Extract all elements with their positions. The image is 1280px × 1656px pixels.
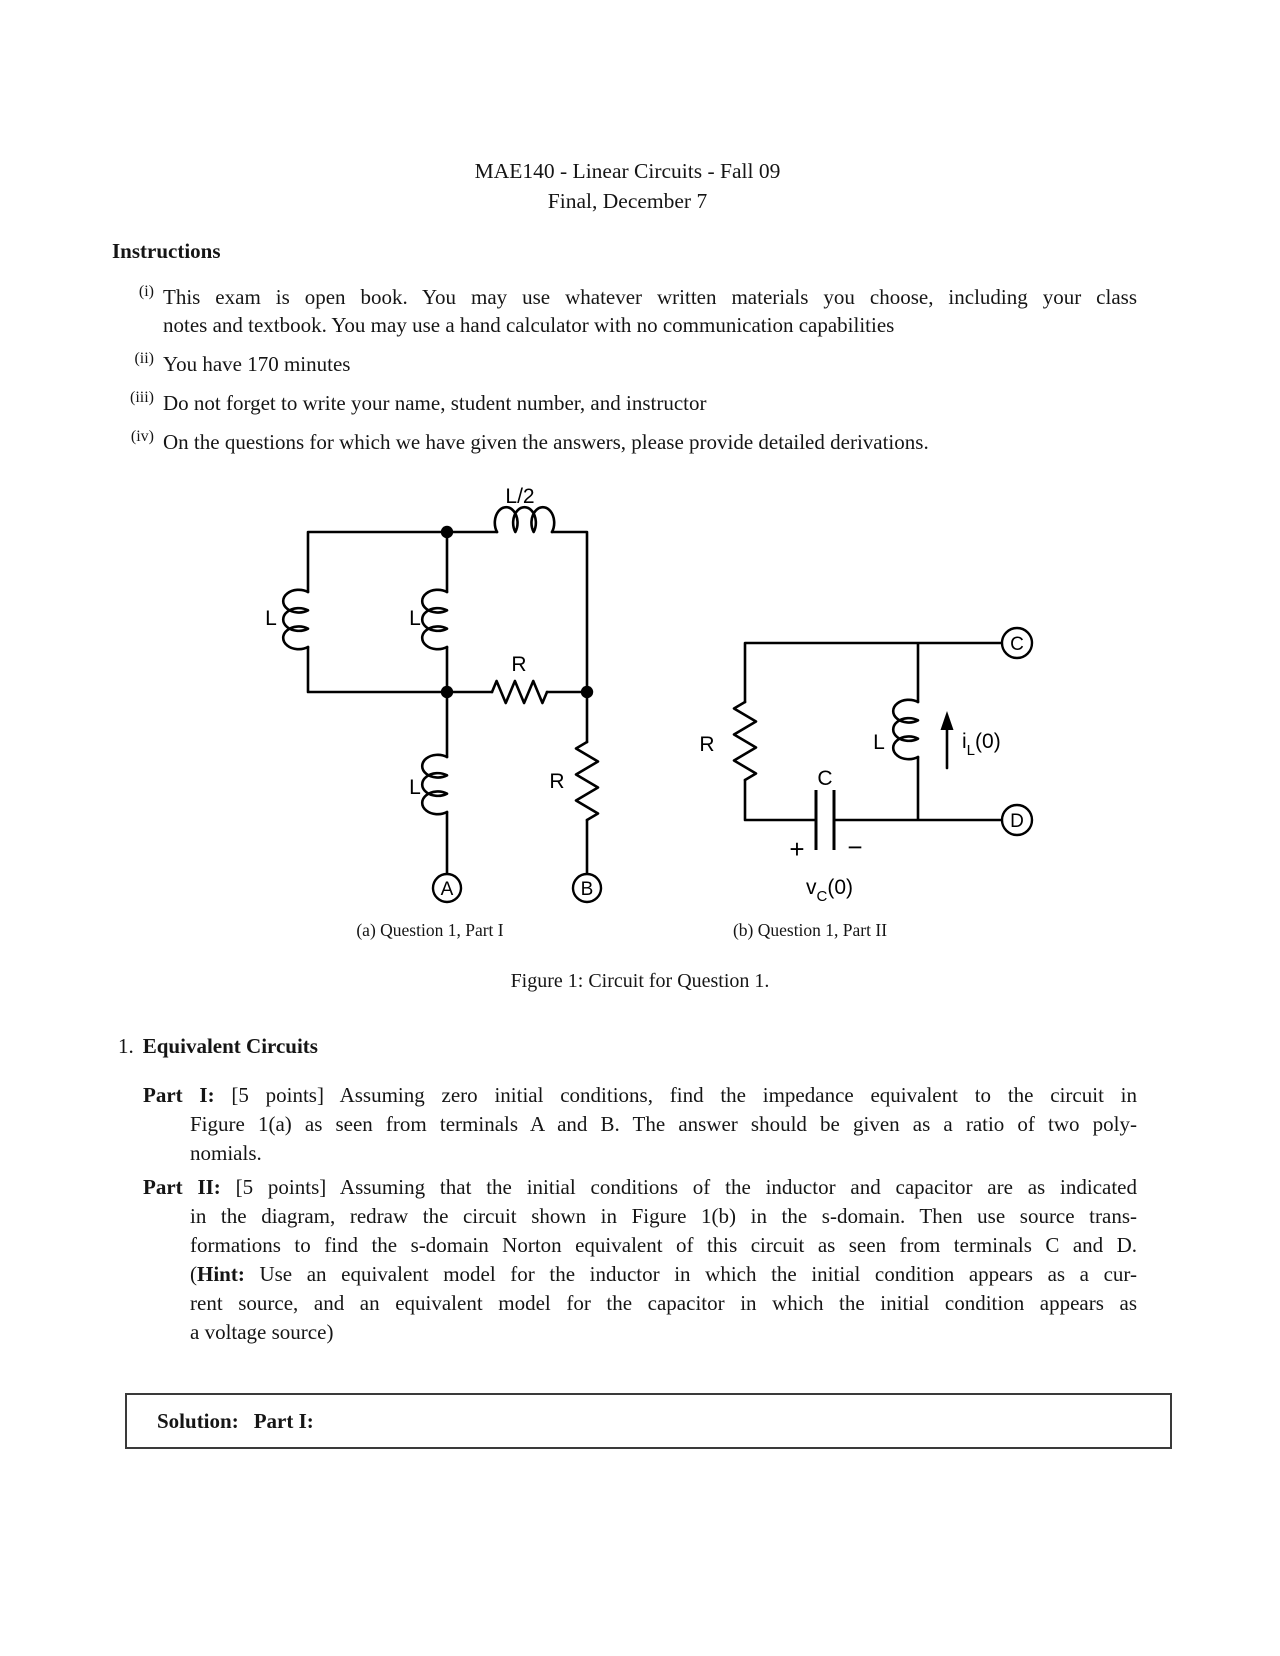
inductor-mid-label: L — [409, 607, 421, 630]
terminal-a-circle — [431, 872, 463, 904]
terminal-a-label: A — [441, 879, 454, 900]
instruction-item: (iii) Do not forget to write your name, s… — [130, 389, 1137, 417]
text-line: (Hint: Use an equivalent model for the i… — [190, 1262, 1137, 1286]
node-dot — [440, 685, 454, 699]
resistor-right-zigzag — [574, 740, 600, 822]
inductor-mid-coil — [420, 588, 449, 651]
instruction-item: (ii) You have 170 minutes — [134, 350, 1137, 378]
inductor-left-label: L — [265, 607, 277, 630]
resistor-mid-label: R — [511, 653, 526, 676]
instruction-item-number: (ii) — [134, 350, 154, 367]
text-line: Part II: [5 points] Assuming that the in… — [143, 1175, 1138, 1199]
current-arrow-head — [940, 711, 954, 730]
inductor-b-label: L — [873, 731, 885, 754]
solution-label: Solution: — [157, 1408, 239, 1433]
text-line: notes and textbook. You may use a hand c… — [163, 313, 895, 337]
plus-sign: + — [789, 834, 804, 864]
question-part1: Part I: [5 points] Assuming zero initial… — [143, 1081, 1137, 1168]
node-dot — [440, 525, 454, 539]
inductor-top-coil — [493, 505, 556, 534]
inductor-lower-coil — [420, 753, 449, 816]
text-line: Do not forget to write your name, studen… — [163, 391, 707, 415]
text-line: nomials. — [190, 1141, 262, 1165]
inductor-left-coil — [281, 588, 310, 651]
figure-caption: Figure 1: Circuit for Question 1. — [510, 970, 770, 992]
instruction-item-number: (iii) — [130, 389, 154, 406]
inductor-lower-label: L — [409, 776, 421, 799]
circuit-b-diagram: C D R L C + − vC(0) iL(0) — [699, 626, 1034, 905]
text-line: This exam is open book. You may use what… — [163, 285, 1137, 309]
resistor-coil-b — [732, 700, 758, 782]
question-title: Equivalent Circuits — [142, 1034, 318, 1058]
terminal-c-label: C — [1010, 634, 1024, 655]
instruction-item: (i) This exam is open book. You may use w… — [139, 283, 1137, 339]
resistor-mid-zigzag — [490, 679, 549, 705]
question-part2: Part II: [5 points] Assuming that the in… — [143, 1173, 1137, 1347]
question-number: 1. — [118, 1034, 134, 1058]
circuit-a-diagram: A B L/2 L L R L R — [265, 485, 603, 904]
text-line: Figure 1(a) as seen from terminals A and… — [190, 1112, 1137, 1136]
document-title: MAE140 - Linear Circuits - Fall 09 Final… — [0, 156, 1255, 216]
terminal-b-circle — [571, 872, 603, 904]
text-line: You have 170 minutes — [163, 352, 351, 376]
title-line-1: MAE140 - Linear Circuits - Fall 09 — [474, 159, 781, 183]
resistor-right-label: R — [549, 770, 564, 793]
capacitor-label: C — [817, 767, 832, 790]
minus-sign: − — [847, 832, 862, 862]
text-line: in the diagram, redraw the circuit shown… — [190, 1204, 1137, 1228]
subcaption-a: (a) Question 1, Part I — [356, 920, 504, 940]
text-line: rent source, and an equivalent model for… — [190, 1291, 1137, 1315]
capacitor-initial-voltage-label: vC(0) — [806, 876, 853, 905]
terminal-d-circle — [1000, 803, 1034, 837]
text-line: formations to find the s-domain Norton e… — [190, 1233, 1137, 1257]
terminal-d-label: D — [1010, 811, 1024, 832]
inductor-top-label: L/2 — [505, 485, 534, 508]
capacitor-plates — [814, 790, 836, 850]
title-line-2: Final, December 7 — [547, 189, 708, 213]
terminal-c-circle — [1000, 626, 1034, 660]
resistor-b-label: R — [699, 733, 714, 756]
text-line: a voltage source) — [190, 1320, 334, 1344]
subcaption-b: (b) Question 1, Part II — [732, 920, 888, 940]
circuit-b-wires — [743, 641, 1004, 822]
circuit-a-wires — [306, 530, 589, 876]
instruction-item-number: (iv) — [130, 428, 154, 445]
node-dot — [580, 685, 594, 699]
instructions-list: (i) This exam is open book. You may use w… — [130, 283, 1137, 467]
inductor-coil-b — [891, 698, 920, 761]
instructions-heading: Instructions — [112, 239, 221, 263]
inductor-initial-current-label: iL(0) — [962, 730, 1001, 759]
text-line: On the questions for which we have given… — [163, 430, 929, 454]
solution-box: Solution: Part I: — [125, 1393, 1172, 1449]
instruction-item: (iv) On the questions for which we have g… — [131, 428, 1137, 456]
terminal-b-label: B — [581, 879, 594, 900]
solution-part-label: Part I: — [253, 1408, 314, 1433]
question-heading: 1. Equivalent Circuits — [118, 1034, 318, 1059]
text-line: Part I: [5 points] Assuming zero initial… — [143, 1083, 1138, 1107]
instruction-item-number: (i) — [138, 283, 154, 300]
